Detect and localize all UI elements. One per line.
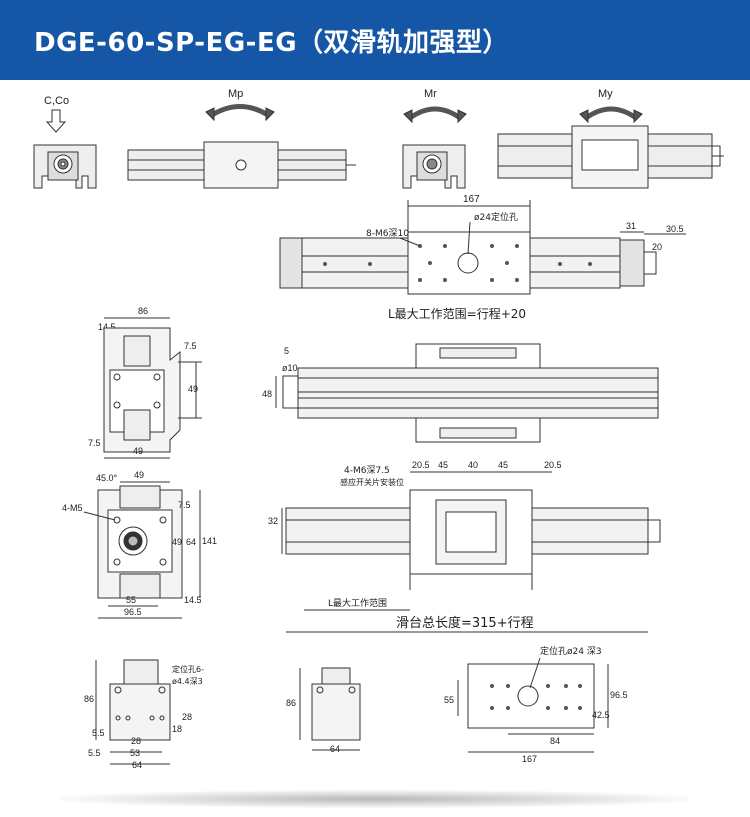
dimension-label: ø24定位孔: [474, 211, 518, 223]
dimension-label: 64: [330, 744, 340, 754]
dimension-label: 5.5: [92, 728, 105, 738]
dimension-label: 167: [463, 194, 480, 205]
dimension-label: 20.5: [544, 460, 562, 470]
dimension-label: 48: [262, 389, 272, 399]
dimension-label: 4-M6深7.5: [344, 465, 390, 476]
dimension-label: 49: [134, 470, 144, 480]
my-moment-view: My: [497, 88, 724, 189]
dimension-label: 20.5: [412, 460, 430, 470]
dimension-label: 49: [133, 446, 143, 456]
dimension-label: L最大工作范围=行程+20: [388, 306, 526, 321]
dimension-label: 45: [438, 460, 448, 470]
dimension-label: 64: [132, 760, 142, 770]
mp-label: Mp: [228, 88, 243, 100]
dimension-label: 28: [131, 736, 141, 746]
my-label: My: [598, 88, 613, 100]
side-view-a: 86 14.5 7.5 49 7.5 49: [88, 306, 202, 459]
dimension-label: 7.5: [178, 500, 191, 510]
page-title: DGE-60-SP-EG-EG（双滑轨加强型）: [34, 28, 510, 58]
dimension-label: 55: [126, 595, 136, 605]
dimension-label: 7.5: [184, 341, 197, 351]
dimension-label: 86: [138, 306, 148, 316]
dimension-label: 4-M5: [62, 503, 83, 513]
title-banner: DGE-60-SP-EG-EG（双滑轨加强型）: [0, 0, 750, 80]
side-view-b: 45.0° 49 4-M5 7.5 49 64 141 55 14.5 96.5: [62, 470, 217, 619]
dimension-label: ø10: [282, 363, 298, 373]
dimension-label: 49: [172, 537, 182, 547]
dimension-label: 141: [202, 536, 217, 546]
dimension-label: 40: [468, 460, 478, 470]
dimension-label: 滑台总长度=315+行程: [396, 615, 534, 631]
mp-moment-view: Mp: [127, 88, 356, 189]
dimension-label: 5: [284, 346, 289, 356]
dimension-label: 28: [182, 712, 192, 722]
end-view-2: 86 64: [286, 667, 361, 754]
plate-view: 定位孔ø24 深3 55 96.5 42.5 84 167: [444, 645, 628, 764]
dimension-label: 167: [522, 754, 537, 764]
bottom-view: 4-M6深7.5 感应开关片安装位 20.5 45 40 45 20.5 32 …: [268, 460, 661, 633]
dimension-label: 14.5: [184, 595, 202, 605]
top-view: 167 ø24定位孔 8-M6深10 31 30.5 20 L最大工作范围=行程…: [279, 194, 686, 321]
dimension-label: 53: [130, 748, 140, 758]
dimension-label: 31: [626, 221, 636, 231]
down-arrow-icon: [45, 109, 67, 133]
c-load-view: C,Co: [33, 95, 97, 189]
c-load-label: C,Co: [44, 95, 69, 107]
dimension-label: 7.5: [88, 438, 101, 448]
dimension-label: 45: [498, 460, 508, 470]
dimension-label: 32: [268, 516, 278, 526]
dimension-label: 86: [84, 694, 94, 704]
dimension-label: 96.5: [610, 690, 628, 700]
dimension-label: 64: [186, 537, 196, 547]
mr-moment-view: Mr: [402, 88, 467, 189]
dimension-label: 49: [188, 384, 198, 394]
dimension-label: 96.5: [124, 607, 142, 617]
dimension-label: 5.5: [88, 748, 101, 758]
footer-shadow: [60, 790, 690, 808]
dimension-label: 86: [286, 698, 296, 708]
dimension-label: L最大工作范围: [328, 597, 387, 609]
dimension-label: 定位孔6-: [172, 664, 204, 674]
dimension-label: 30.5: [666, 224, 684, 234]
dimension-label: 定位孔ø24 深3: [540, 645, 602, 657]
dimension-label: 8-M6深10: [366, 228, 409, 239]
dimension-label: ø4.4深3: [172, 677, 203, 686]
end-view-1: 86 定位孔6- ø4.4深3 28 18 5.5 28 53 5.5 64: [84, 659, 204, 770]
dimension-label: 14.5: [98, 322, 116, 332]
dimension-label: 45.0°: [96, 473, 118, 483]
dimension-label: 42.5: [592, 710, 610, 720]
front-view: 5 ø10 48: [262, 343, 659, 443]
dimension-label: 18: [172, 724, 182, 734]
dimension-label: 84: [550, 736, 560, 746]
mr-label: Mr: [424, 88, 437, 100]
dimension-label: 感应开关片安装位: [340, 477, 404, 487]
dimension-label: 55: [444, 695, 454, 705]
dimension-label: 20: [652, 242, 662, 252]
